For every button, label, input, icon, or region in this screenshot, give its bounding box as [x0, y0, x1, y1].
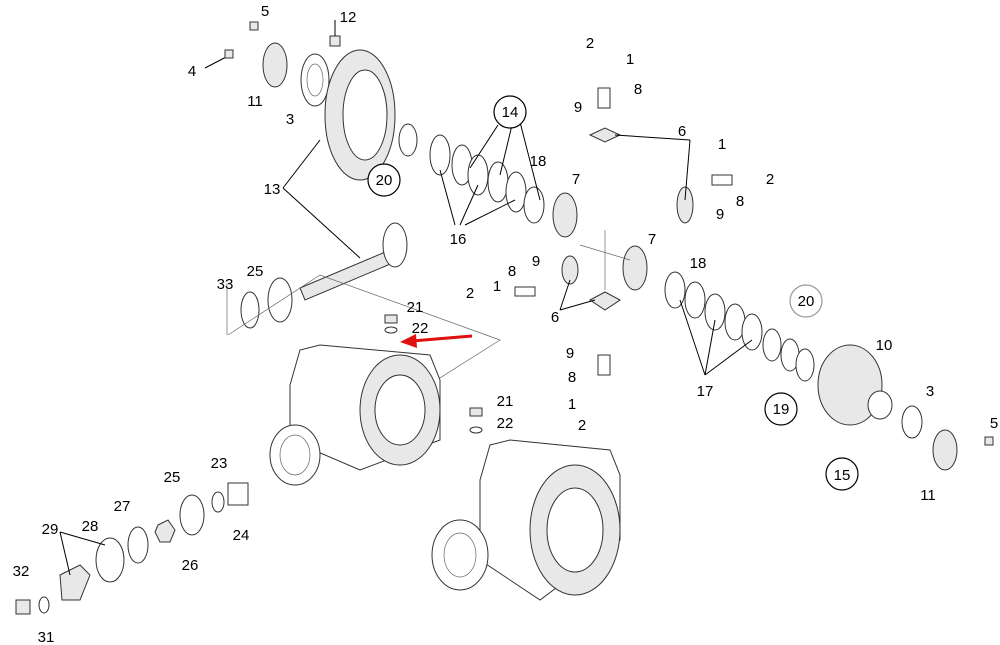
- label: 25: [164, 469, 181, 486]
- bearing-3-right: [901, 405, 923, 439]
- yoke-29: [59, 564, 91, 601]
- callout-circle-19: [764, 392, 798, 426]
- label: 12: [340, 9, 357, 26]
- label: 29: [42, 521, 59, 538]
- label: 21: [497, 393, 514, 410]
- side-gear-7b: [622, 245, 648, 291]
- bolt-32: [15, 599, 31, 615]
- label: 3: [926, 383, 934, 400]
- pinion-shaft: [299, 222, 408, 301]
- label: 4: [188, 63, 196, 80]
- label: 3: [286, 111, 294, 128]
- label: 1: [626, 51, 634, 68]
- label: 6: [551, 309, 559, 326]
- side-gear-7a: [552, 192, 578, 238]
- label: 9: [566, 345, 574, 362]
- callout-circle-15: [825, 457, 859, 491]
- label: 31: [38, 629, 55, 645]
- label: 5: [261, 3, 269, 20]
- nut-11: [262, 42, 288, 88]
- clutch-discs-17: [664, 271, 815, 382]
- bolt-5-right: [984, 436, 994, 446]
- label: 22: [412, 320, 429, 337]
- label: 10: [876, 337, 893, 354]
- callout-circle-20b: [789, 284, 823, 318]
- part-labels: 5 12 4 11 3 20 13 14 18 16 2 1 8 9 6 1 2…: [13, 3, 999, 645]
- label: 25: [247, 263, 264, 280]
- pin-4: [204, 49, 234, 69]
- label: 9: [574, 99, 582, 116]
- label: 8: [568, 369, 576, 386]
- shield-28: [95, 537, 125, 583]
- label: 32: [13, 563, 30, 580]
- label: 23: [211, 455, 228, 472]
- label: 13: [264, 181, 281, 198]
- nut-26: [154, 519, 176, 543]
- label: 7: [648, 231, 656, 248]
- label: 19: [773, 401, 790, 418]
- label: 28: [82, 518, 99, 535]
- label: 22: [497, 415, 514, 432]
- bolt-12: [329, 20, 341, 47]
- oring-31: [38, 596, 50, 614]
- bolt-5-top: [249, 21, 259, 31]
- housing-upper: [269, 344, 441, 486]
- label: 24: [233, 527, 250, 544]
- bearing-3: [300, 53, 330, 107]
- label: 11: [920, 487, 936, 504]
- label: 8: [508, 263, 516, 280]
- label: 9: [532, 253, 540, 270]
- label: 8: [736, 193, 744, 210]
- bearing-25-lower: [179, 494, 205, 536]
- label: 18: [690, 255, 707, 272]
- callout-circle-14: [493, 95, 527, 129]
- label: 5: [990, 415, 998, 432]
- label: 9: [716, 206, 724, 223]
- label: 8: [634, 81, 642, 98]
- highlight-arrow: [400, 334, 473, 348]
- shim-20: [398, 123, 418, 157]
- label: 21: [407, 299, 424, 316]
- label: 11: [247, 93, 263, 110]
- ring-24: [211, 491, 225, 513]
- label: 7: [572, 171, 580, 188]
- bearing-25-upper: [267, 277, 293, 323]
- label: 20: [798, 293, 815, 310]
- label: 18: [530, 153, 547, 170]
- diff-case-10: [817, 344, 893, 426]
- label: 26: [182, 557, 199, 574]
- ring-33: [240, 291, 260, 329]
- label: 16: [450, 231, 467, 248]
- label: 27: [114, 498, 131, 515]
- callout-circle-20: [367, 163, 401, 197]
- sleeve-23: [227, 482, 249, 506]
- label: 2: [578, 417, 586, 434]
- label: 1: [568, 396, 576, 413]
- label: 1: [718, 136, 726, 153]
- label: 2: [766, 171, 774, 188]
- label: 33: [217, 276, 234, 293]
- label: 2: [586, 35, 594, 52]
- label: 6: [678, 123, 686, 140]
- label: 15: [834, 467, 851, 484]
- label: 20: [376, 172, 393, 189]
- label: 17: [697, 383, 714, 400]
- housing-lower: [431, 439, 621, 601]
- seal-27: [127, 526, 149, 564]
- label: 14: [502, 104, 519, 121]
- nut-11-right: [932, 429, 958, 471]
- label: 1: [493, 278, 501, 295]
- label: 2: [466, 285, 474, 302]
- leader-lines: [59, 121, 753, 576]
